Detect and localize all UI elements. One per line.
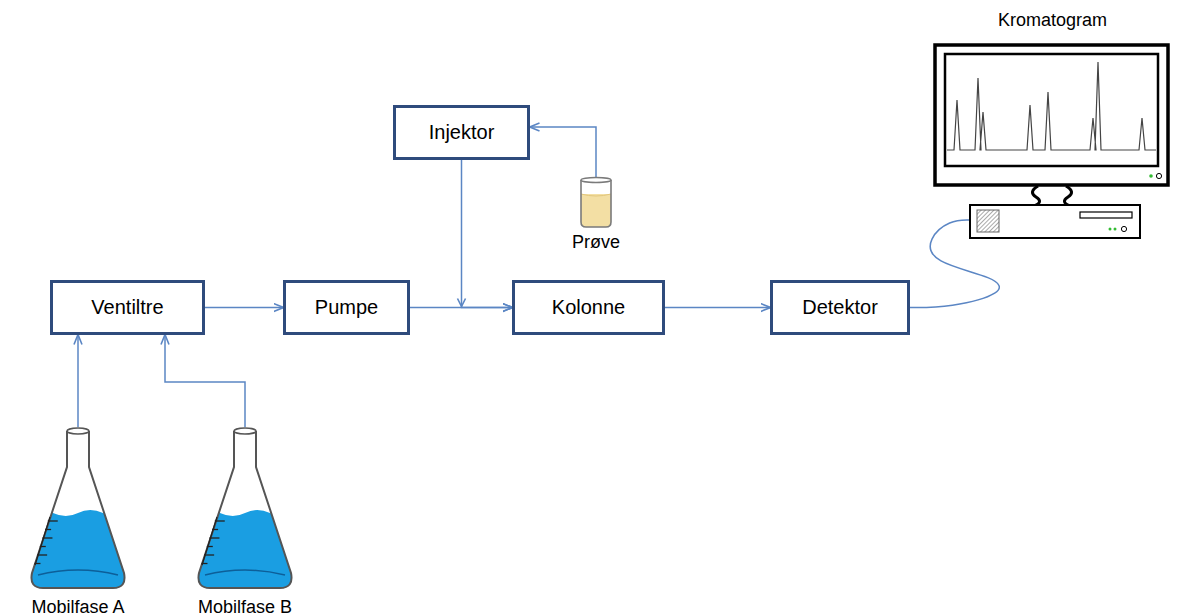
sample-liquid	[581, 194, 611, 227]
solvent-flask: Mobilfase A	[28, 425, 128, 593]
beaker-rim	[581, 178, 611, 183]
box-label: Pumpe	[315, 296, 378, 319]
flow-line	[665, 307, 770, 309]
flow-line	[77, 335, 79, 427]
flask-tick	[207, 546, 213, 547]
figure-label: Prøve	[572, 232, 620, 253]
monitor-frame	[935, 45, 1168, 185]
box-label: Kolonne	[552, 296, 625, 319]
flask-rim	[234, 428, 256, 434]
flask-liquid	[28, 510, 128, 595]
flask-bottom-line	[38, 570, 118, 575]
chromatogram-trace	[947, 62, 1156, 150]
computer-monitor: Kromatogram	[930, 40, 1175, 240]
figure-label: Mobilfase A	[31, 597, 124, 616]
flask-rim	[67, 428, 89, 434]
box-label: Detektor	[802, 296, 878, 319]
figure-label: Mobilfase B	[198, 597, 292, 616]
flow-line	[165, 335, 245, 427]
solvent-flask-figure	[28, 425, 128, 593]
status-led	[1109, 228, 1112, 231]
flask-bottom-line	[205, 570, 285, 575]
flask-tick	[37, 554, 47, 555]
power-button	[1121, 226, 1126, 231]
sample-beaker: Prøve	[578, 176, 614, 228]
flask-tick	[40, 546, 46, 547]
power-button	[1156, 173, 1161, 178]
flow-line	[462, 160, 513, 308]
junction-arrowhead	[458, 299, 466, 307]
process-box: Detektor	[770, 280, 910, 335]
flask-tick	[201, 563, 207, 564]
flow-line	[530, 127, 596, 177]
flask-tick	[34, 563, 40, 564]
solvent-flask-figure	[195, 425, 295, 593]
status-led	[1114, 228, 1117, 231]
flask-scale	[35, 517, 50, 565]
process-box: Injektor	[393, 105, 530, 160]
box-label: Ventiltre	[91, 296, 163, 319]
flask-tick	[204, 554, 214, 555]
monitor-stand	[1032, 186, 1039, 206]
process-box: Ventiltre	[50, 280, 205, 335]
process-box: Pumpe	[283, 280, 410, 335]
monitor-screen	[945, 54, 1158, 166]
process-box: Kolonne	[512, 280, 665, 335]
flask-tick	[215, 520, 225, 521]
power-led	[1149, 174, 1153, 178]
flask-tick	[42, 537, 52, 538]
figure-label: Kromatogram	[998, 10, 1107, 31]
flask-outline	[198, 431, 291, 588]
sample-surface	[581, 194, 611, 196]
vent-grille	[977, 210, 999, 232]
flask-tick	[45, 529, 51, 530]
drive-slot	[1080, 212, 1132, 218]
sample-beaker-figure	[578, 176, 614, 228]
flask-outline	[31, 431, 124, 588]
solvent-flask: Mobilfase B	[195, 425, 295, 593]
flask-liquid	[195, 510, 295, 595]
box-label: Injektor	[429, 121, 495, 144]
computer-monitor-figure	[930, 40, 1175, 240]
flask-tick	[48, 520, 58, 521]
monitor-stand	[1064, 186, 1071, 206]
flask-tick	[212, 529, 218, 530]
flask-scale	[202, 517, 217, 565]
computer-unit	[970, 205, 1140, 238]
beaker-outline	[581, 180, 611, 227]
flow-line	[205, 307, 283, 309]
flask-tick	[209, 537, 219, 538]
